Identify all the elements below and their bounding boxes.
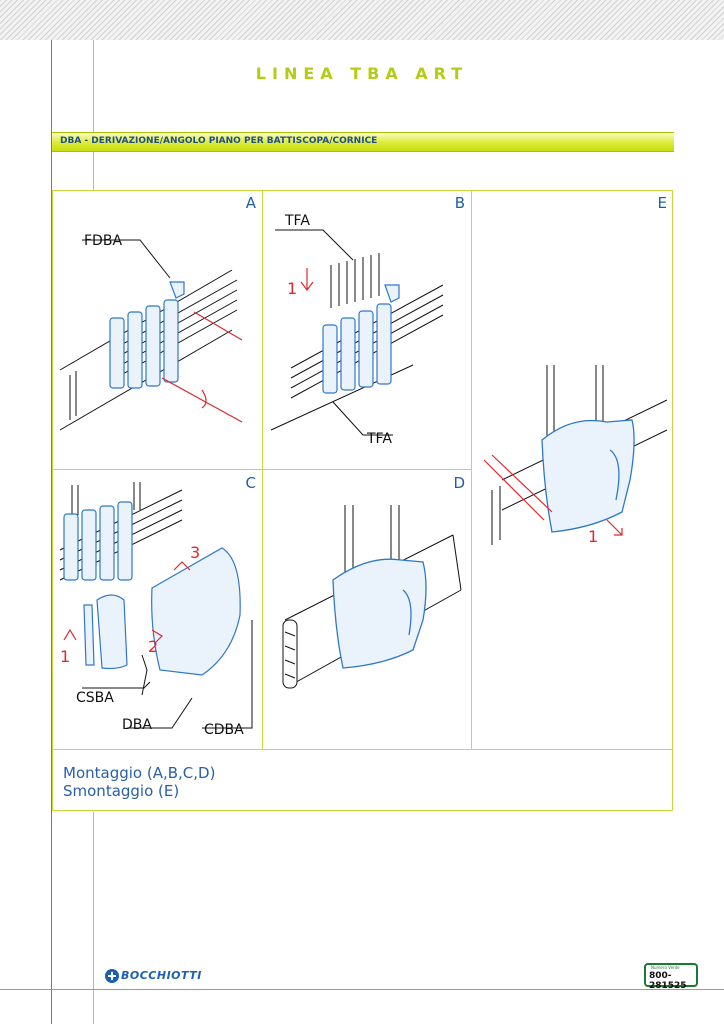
hatched-header-band <box>0 0 724 40</box>
step-2-c: 2 <box>148 637 158 656</box>
panel-d: D <box>263 470 472 749</box>
step-1-b: 1 <box>287 279 297 298</box>
label-dba: DBA <box>122 717 152 733</box>
caption-assembly: Montaggio (A,B,C,D) <box>63 764 216 782</box>
toll-free-label: Numero Verde <box>651 965 680 970</box>
guide-line-top <box>93 40 94 190</box>
label-fdba: FDBA <box>84 233 122 249</box>
panel-e-drawing: 1 <box>483 365 668 546</box>
brand-name: BOCCHIOTTI <box>121 969 202 982</box>
step-1-e: 1 <box>588 527 598 546</box>
page-title: LINEA TBA ART <box>255 64 469 83</box>
panel-d-drawing <box>282 505 462 689</box>
section-heading: DBA - DERIVAZIONE/ANGOLO PIANO PER BATTI… <box>60 136 378 146</box>
toll-free-number: 800-281525 <box>649 971 687 991</box>
label-tfa-bottom: TFA <box>366 431 392 447</box>
guide-line-bottom <box>93 812 94 1024</box>
step-1-c: 1 <box>60 647 70 666</box>
instruction-frame <box>52 190 673 811</box>
bocchiotti-logo-icon <box>105 969 119 983</box>
caption-disassembly: Smontaggio (E) <box>63 782 180 800</box>
panel-b: B 1 TFA TFA <box>263 190 472 470</box>
captions-row: Montaggio (A,B,C,D) Smontaggio (E) <box>52 749 673 812</box>
panel-e: E 1 <box>472 190 673 749</box>
panel-b-letter: B <box>454 194 465 212</box>
panel-d-letter: D <box>453 474 465 492</box>
panel-e-letter: E <box>657 194 667 212</box>
panel-b-drawing: 1 TFA TFA <box>270 213 444 447</box>
toll-free-badge: Numero Verde 800-281525 <box>644 963 698 991</box>
panel-c-drawing: 1 2 3 CSBA DBA CDBA <box>59 482 253 738</box>
step-3-c: 3 <box>190 543 200 562</box>
panel-a-drawing: FDBA <box>59 233 243 431</box>
panel-a-letter: A <box>245 194 256 212</box>
margin-line <box>51 40 52 1024</box>
label-cdba: CDBA <box>204 722 244 738</box>
label-csba: CSBA <box>76 690 114 706</box>
panel-c: C 1 2 3 CSBA DBA CDBA <box>52 470 263 749</box>
panel-a: A FDBA <box>52 190 263 470</box>
footer-line <box>0 989 724 990</box>
panel-c-letter: C <box>245 474 256 492</box>
section-heading-bar: DBA - DERIVAZIONE/ANGOLO PIANO PER BATTI… <box>52 132 674 152</box>
label-tfa-top: TFA <box>284 213 310 229</box>
